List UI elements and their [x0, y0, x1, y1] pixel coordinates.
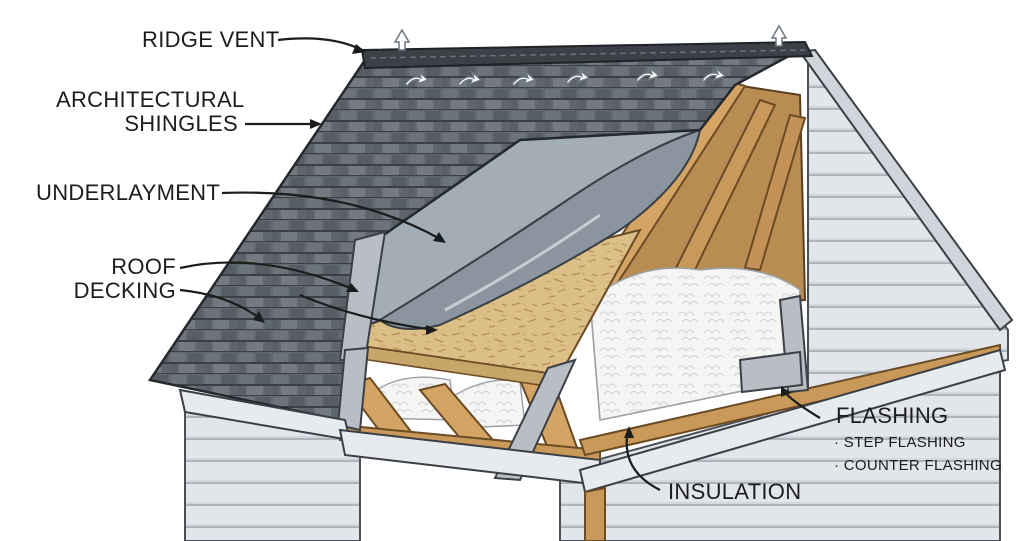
- label-shingles: SHINGLES: [124, 111, 238, 136]
- label-insulation: INSULATION: [668, 479, 802, 504]
- gable-wall: [798, 48, 1014, 397]
- label-underlayment: UNDERLAYMENT: [36, 180, 221, 205]
- label-ridge-vent: RIDGE VENT: [142, 27, 280, 52]
- ridge-vent: [360, 40, 814, 70]
- decking-leader-mid: [179, 288, 263, 321]
- label-counter-flashing: · COUNTER FLASHING: [834, 457, 1002, 474]
- underlayment-sheet: [354, 128, 702, 332]
- underlayment-leader: [221, 191, 443, 241]
- label-architectural: ARCHITECTURAL: [56, 87, 245, 112]
- label-flashing: FLASHING: [836, 403, 949, 428]
- decking-leader-upper: [179, 261, 356, 292]
- label-roof: ROOF: [111, 254, 176, 279]
- label-step-flashing: · STEP FLASHING: [834, 434, 966, 451]
- label-decking: DECKING: [73, 278, 176, 303]
- shingle-roof-plane: [147, 48, 801, 422]
- ridge-vent-leader: [277, 37, 363, 51]
- counter-flashing: [738, 294, 810, 394]
- airflow-arrows: [393, 24, 788, 88]
- gutter: [178, 348, 1007, 541]
- decking-leader-lower: [299, 293, 435, 332]
- leader-arrowheads: [253, 44, 791, 438]
